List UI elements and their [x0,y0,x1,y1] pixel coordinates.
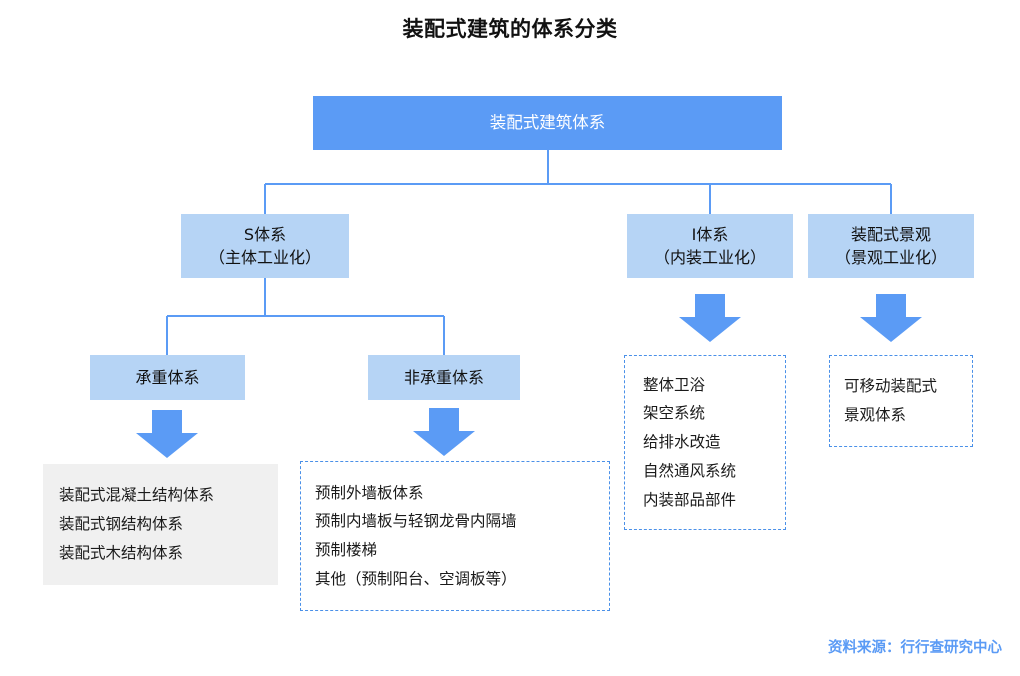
node-landscape-line1: 装配式景观 [850,224,931,244]
list-item: 整体卫浴 [643,375,706,394]
node-bearing-label: 承重体系 [135,367,200,387]
list-item: 装配式钢结构体系 [59,515,184,534]
node-i-system-line1: I体系 [691,224,729,244]
list-item: 景观体系 [844,406,907,424]
list-item: 预制内墙板与轻钢龙骨内隔墙 [315,512,517,531]
list-item: 预制楼梯 [315,541,378,559]
node-s-system[interactable]: S体系 （主体工业化） [181,214,349,278]
list-item: 装配式木结构体系 [59,543,184,562]
node-non-bearing-label: 非承重体系 [403,367,484,387]
down-arrow-icon-non-bearing [413,408,475,456]
node-i-system-line2: （内装工业化） [653,248,766,267]
leaf-list-bearing: 装配式混凝土结构体系 装配式钢结构体系 装配式木结构体系 [43,464,278,585]
list-item: 装配式混凝土结构体系 [59,486,215,505]
list-item: 自然通风系统 [643,461,737,480]
node-root-system[interactable]: 装配式建筑体系 [313,96,782,150]
source-credit: 资料来源：行行查研究中心 [828,640,1002,656]
leaf-list-interior: 整体卫浴 架空系统 给排水改造 自然通风系统 内装部品部件 [624,355,786,530]
list-item: 给排水改造 [643,433,721,452]
down-arrow-icon-landscape [860,294,922,342]
node-landscape-system[interactable]: 装配式景观 （景观工业化） [808,214,974,278]
leaf-list-landscape: 可移动装配式 景观体系 [829,355,973,447]
node-bearing-system[interactable]: 承重体系 [90,355,245,400]
list-item: 预制外墙板体系 [315,483,424,502]
node-s-system-line2: （主体工业化） [208,248,321,267]
list-item: 其他（预制阳台、空调板等） [315,569,517,588]
node-s-system-line1: S体系 [243,224,287,244]
down-arrow-icon-bearing [136,410,198,458]
node-root-label: 装配式建筑体系 [489,113,606,133]
leaf-list-non-bearing: 预制外墙板体系 预制内墙板与轻钢龙骨内隔墙 预制楼梯 其他（预制阳台、空调板等） [300,461,610,611]
page-title: 装配式建筑的体系分类 [402,17,618,41]
list-item: 内装部品部件 [643,490,737,509]
node-i-system[interactable]: I体系 （内装工业化） [627,214,793,278]
node-non-bearing-system[interactable]: 非承重体系 [368,355,520,400]
list-item: 可移动装配式 [844,377,938,396]
node-landscape-line2: （景观工业化） [834,248,947,267]
down-arrow-icon-interior [679,294,741,342]
list-item: 架空系统 [643,404,706,423]
